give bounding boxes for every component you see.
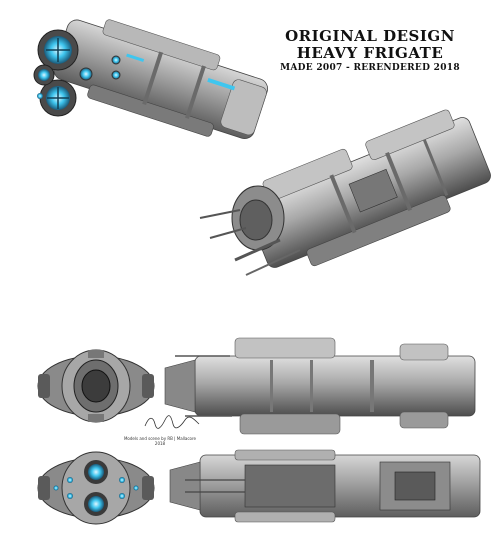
credit-block: Models and scene by RB | Mallacore 2018 [120, 436, 200, 446]
title-line-2: HEAVY FRIGATE [296, 44, 444, 62]
title-line-3: MADE 2007 - RERENDERED 2018 [280, 63, 460, 73]
credit-line-2: 2018 [154, 441, 166, 446]
credit-line-1: Models and scene by RB | Mallacore [123, 436, 196, 441]
artist-signature [144, 415, 200, 429]
title-block: ORIGINAL DESIGN HEAVY FRIGATE MADE 2007 … [270, 28, 470, 74]
title-line-1: ORIGINAL DESIGN [285, 27, 455, 45]
